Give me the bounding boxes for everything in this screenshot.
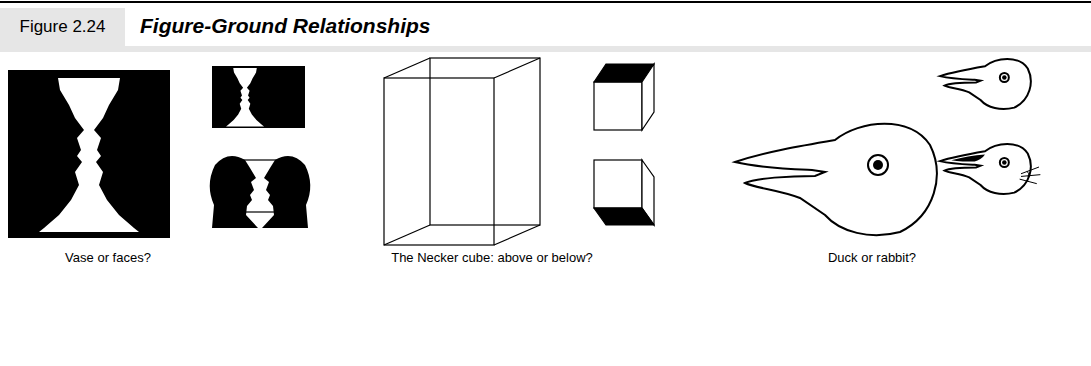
top-rule bbox=[0, 1, 1091, 3]
cube-below bbox=[594, 160, 654, 225]
header-band bbox=[0, 46, 1091, 52]
vase-figure bbox=[39, 78, 139, 232]
rabbit-small bbox=[940, 144, 1040, 194]
duck-small bbox=[940, 59, 1031, 109]
figure-title: Figure-Ground Relationships bbox=[140, 14, 431, 38]
faces-ground bbox=[8, 70, 170, 238]
necker-cube bbox=[384, 58, 540, 245]
figure-number: Figure 2.24 bbox=[20, 17, 106, 37]
head-silhouette bbox=[262, 156, 310, 228]
vase-figure-small bbox=[226, 68, 264, 127]
cube-above bbox=[594, 64, 654, 130]
figure-caption: Vase or faces? bbox=[65, 250, 151, 265]
figure-number-tab: Figure 2.24 bbox=[0, 8, 125, 46]
faces-ground bbox=[212, 66, 305, 128]
head-silhouette bbox=[210, 156, 258, 228]
figure-caption: Duck or rabbit? bbox=[828, 250, 916, 265]
figure-caption: The Necker cube: above or below? bbox=[391, 250, 593, 265]
duck-rabbit bbox=[735, 124, 937, 235]
